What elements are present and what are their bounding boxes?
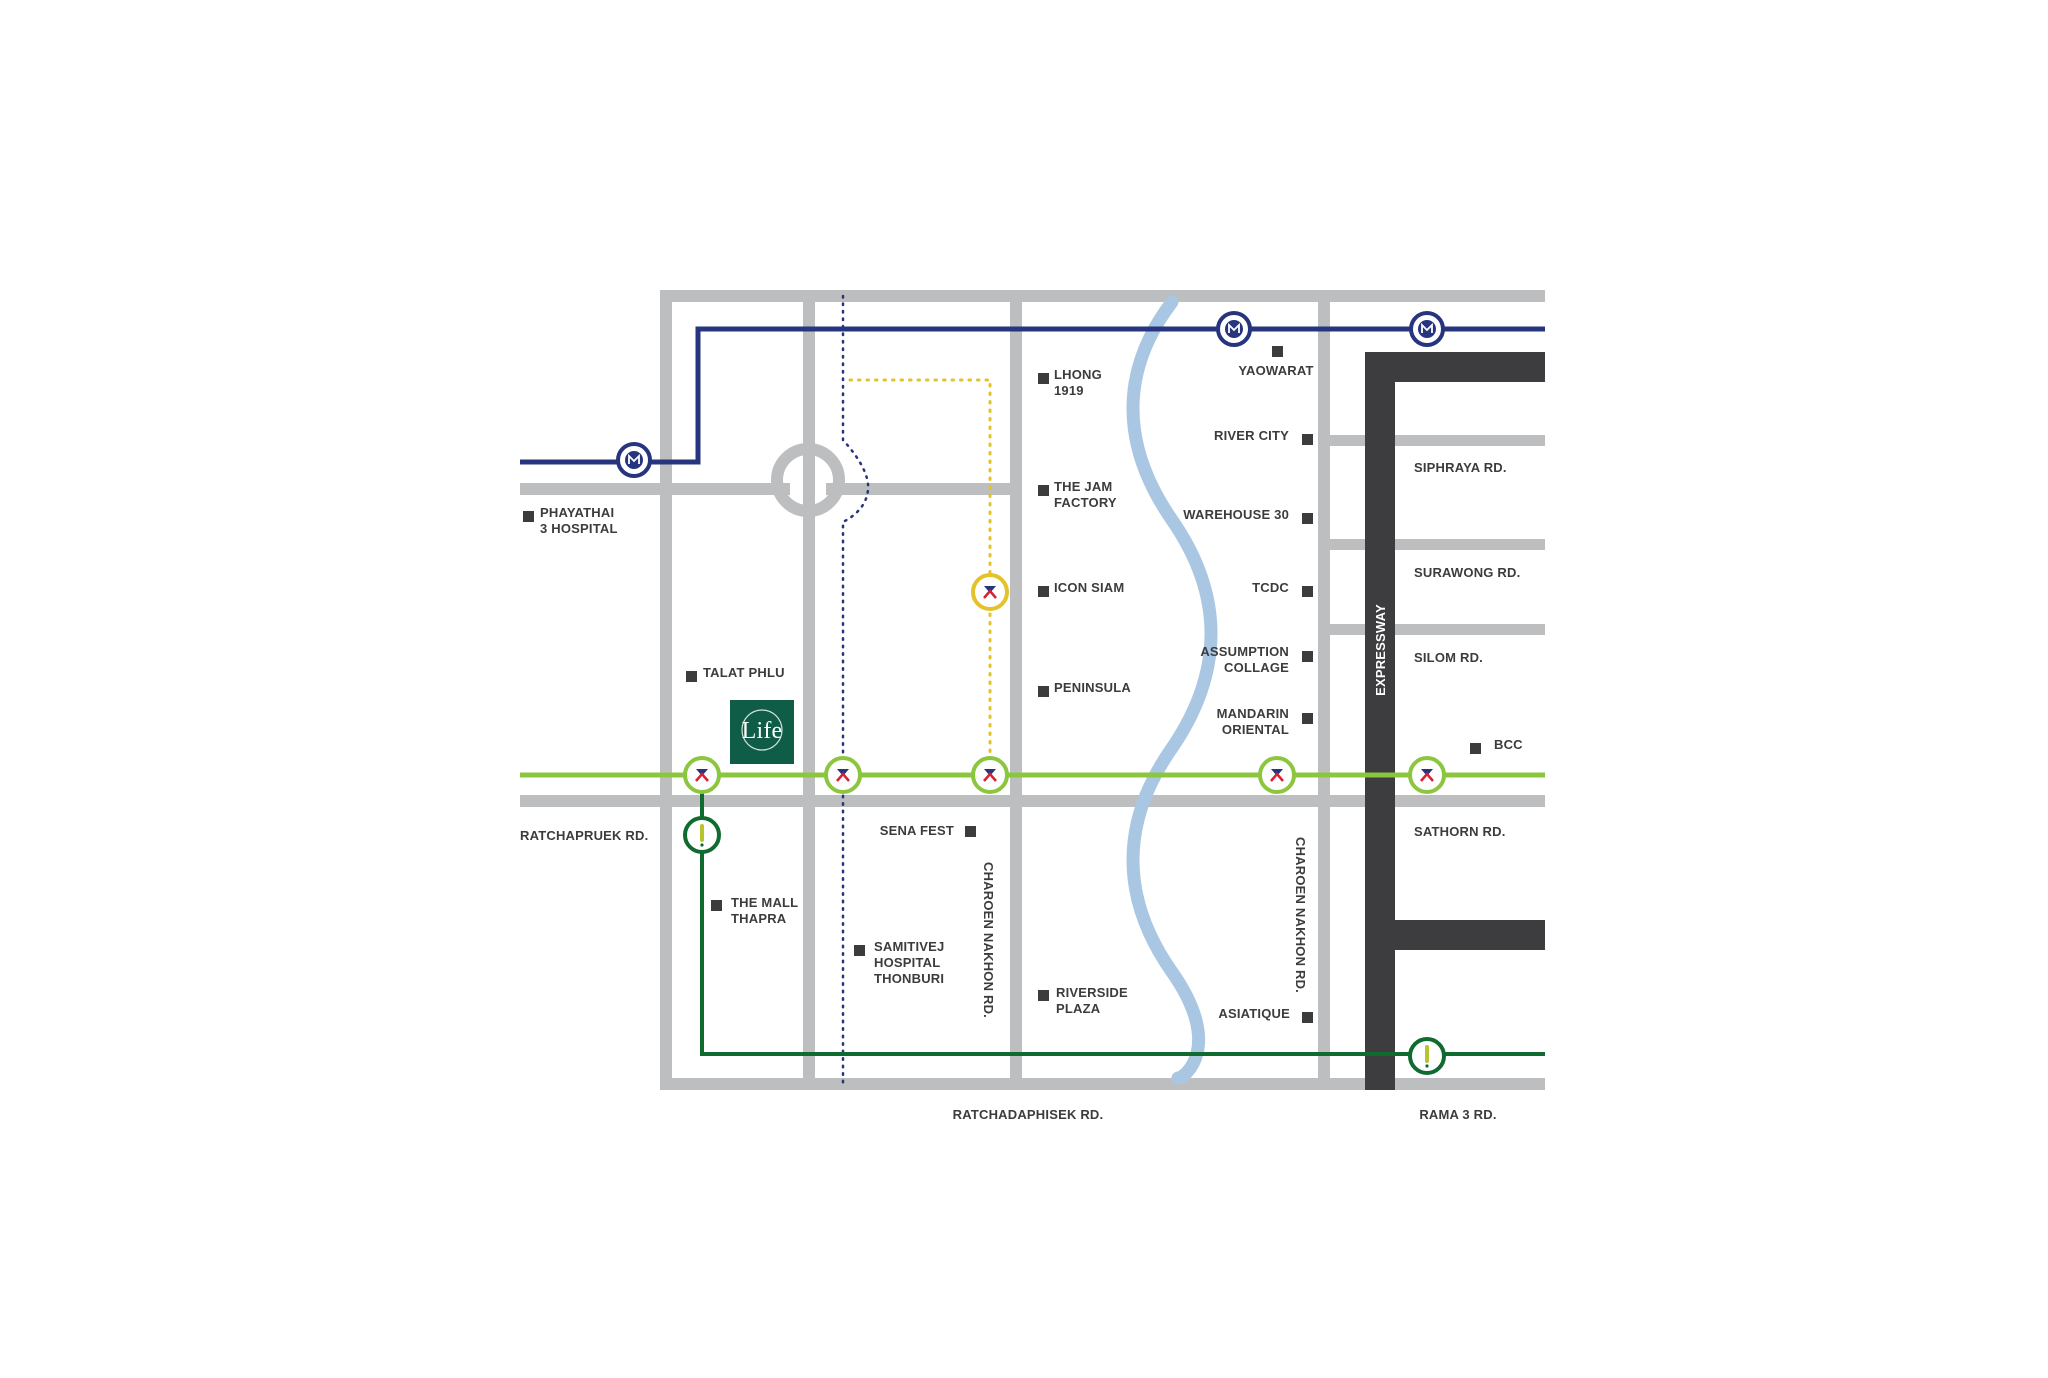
road-labels: RATCHAPRUEK RD. RATCHADAPHISEK RD. RAMA …	[520, 460, 1520, 1122]
label-siphraya: SIPHRAYA RD.	[1414, 460, 1507, 475]
blue-dotted-line	[841, 294, 870, 1087]
gold-line	[848, 378, 992, 772]
label-charoen-nakhon-east: CHAROEN NAKHON RD.	[1293, 837, 1308, 993]
square-marker-icon	[1038, 485, 1049, 496]
label-tcdc: TCDC	[1252, 580, 1289, 595]
label-expressway: EXPRESSWAY	[1373, 604, 1388, 696]
label-sena-fest: SENA FEST	[880, 823, 954, 838]
brt-station-icon[interactable]	[1408, 1037, 1446, 1075]
label-ratchadaphisek: RATCHADAPHISEK RD.	[953, 1107, 1104, 1122]
road-charoen-nakhon-west	[1010, 290, 1022, 1090]
poi-markers	[523, 346, 1481, 1023]
square-marker-icon	[1302, 713, 1313, 724]
square-marker-icon	[965, 826, 976, 837]
label-charoen-nakhon-west: CHAROEN NAKHON RD.	[981, 862, 996, 1018]
road-vertical-2	[803, 290, 815, 1090]
square-marker-icon	[1302, 651, 1313, 662]
square-marker-icon	[1302, 434, 1313, 445]
label-river-city: RIVER CITY	[1214, 428, 1289, 443]
square-marker-icon	[1302, 513, 1313, 524]
road-left-vertical	[660, 290, 672, 1090]
label-warehouse-30: WAREHOUSE 30	[1183, 507, 1289, 522]
gold-line-station-icon[interactable]	[971, 573, 1009, 611]
bts-station-icon[interactable]	[1258, 756, 1296, 794]
road-roundabout-east	[826, 483, 1016, 495]
brt-line	[700, 776, 1545, 1056]
expressway: EXPRESSWAY	[1365, 352, 1545, 1090]
expressway-trunk	[1365, 352, 1395, 1090]
square-marker-icon	[1038, 990, 1049, 1001]
road-charoen-nakhon-east	[1318, 290, 1330, 1090]
square-marker-icon	[1038, 686, 1049, 697]
mrt-station-icon[interactable]	[1216, 311, 1252, 347]
label-talat-phlu: TALAT PHLU	[703, 665, 785, 680]
road-ratchapruek	[520, 795, 1545, 807]
label-icon-siam: ICON SIAM	[1054, 580, 1124, 595]
square-marker-icon	[1302, 1012, 1313, 1023]
label-silom: SILOM RD.	[1414, 650, 1483, 665]
road-siphraya	[1324, 435, 1545, 446]
bts-station-icon[interactable]	[683, 756, 721, 794]
square-marker-icon	[686, 671, 697, 682]
square-marker-icon	[1038, 586, 1049, 597]
label-sathorn: SATHORN RD.	[1414, 824, 1506, 839]
mrt-station-icon[interactable]	[616, 442, 652, 478]
road-top	[660, 290, 1545, 302]
chao-phraya-river	[1126, 295, 1218, 1085]
label-yaowarat: YAOWARAT	[1238, 363, 1313, 378]
expressway-top-spur	[1365, 352, 1545, 382]
bts-station-icon[interactable]	[1408, 756, 1446, 794]
label-asiatique: ASIATIQUE	[1218, 1006, 1290, 1021]
expressway-bottom-spur	[1365, 920, 1545, 950]
mrt-blue-line	[520, 326, 1545, 465]
road-ratchadaphisek	[660, 1078, 1545, 1090]
brt-station-icon[interactable]	[683, 816, 721, 854]
square-marker-icon	[1470, 743, 1481, 754]
road-silom	[1324, 624, 1545, 635]
road-roundabout-west	[520, 483, 790, 495]
label-peninsula: PENINSULA	[1054, 680, 1131, 695]
project-logo[interactable]: Life	[730, 700, 794, 764]
bts-station-icon[interactable]	[824, 756, 862, 794]
square-marker-icon	[523, 511, 534, 522]
square-marker-icon	[1272, 346, 1283, 357]
label-surawong: SURAWONG RD.	[1414, 565, 1520, 580]
label-rama-3: RAMA 3 RD.	[1419, 1107, 1496, 1122]
logo-text: Life	[742, 718, 783, 744]
road-surawong	[1324, 539, 1545, 550]
roundabout	[771, 443, 845, 517]
square-marker-icon	[854, 945, 865, 956]
bts-station-icon[interactable]	[971, 756, 1009, 794]
square-marker-icon	[711, 900, 722, 911]
mrt-station-icon[interactable]	[1409, 311, 1445, 347]
square-marker-icon	[1302, 586, 1313, 597]
label-ratchapruek: RATCHAPRUEK RD.	[520, 828, 648, 843]
road-network	[520, 290, 1545, 1090]
square-marker-icon	[1038, 373, 1049, 384]
label-bcc: BCC	[1494, 737, 1523, 752]
